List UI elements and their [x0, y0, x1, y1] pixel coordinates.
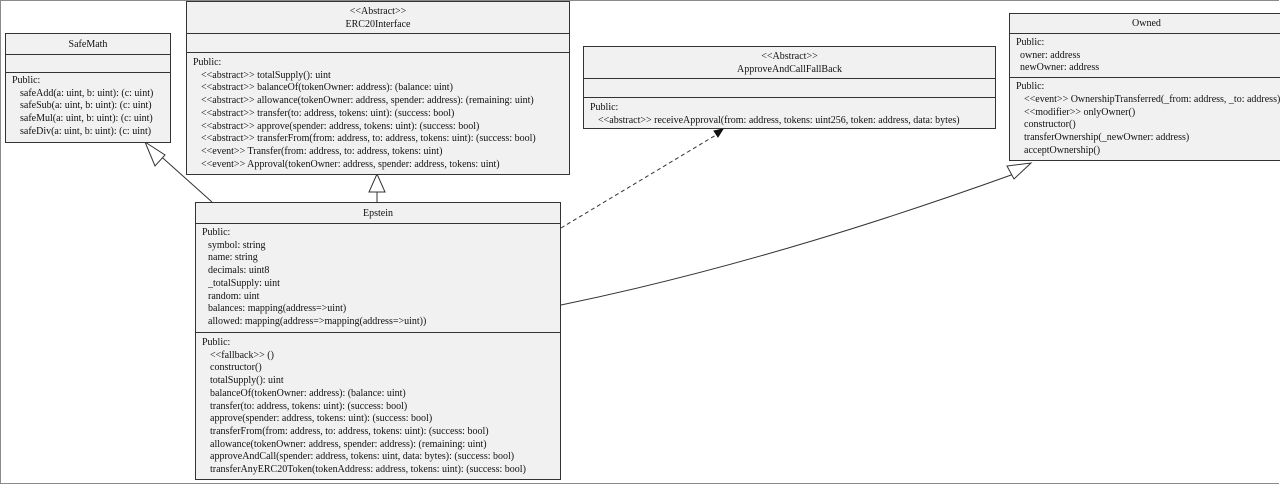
- operation: totalSupply(): uint: [210, 375, 284, 387]
- class-name: Owned: [1132, 18, 1161, 29]
- operation: <<abstract>> transferFrom(from: address,…: [201, 133, 536, 145]
- operation: safeMul(a: uint, b: uint): (c: uint): [20, 113, 153, 125]
- attribute: allowed: mapping(address=>mapping(addres…: [208, 315, 427, 327]
- attribute: name: string: [208, 252, 258, 264]
- attribute: newOwner: address: [1020, 62, 1100, 74]
- operation: <<abstract>> transfer(to: address, token…: [201, 107, 455, 119]
- class-name: ApproveAndCallFallBack: [737, 64, 842, 75]
- visibility-label: Public:: [202, 337, 231, 348]
- visibility-label: Public:: [1016, 81, 1045, 93]
- operation: <<abstract>> receiveApproval(from: addre…: [598, 114, 960, 126]
- class-owned[interactable]: Owned Public: owner: address newOwner: a…: [1009, 13, 1280, 161]
- attribute: balances: mapping(address=>uint): [208, 303, 347, 315]
- attribute: decimals: uint8: [208, 265, 270, 277]
- operation: safeSub(a: uint, b: uint): (c: uint): [20, 100, 152, 112]
- operation: <<abstract>> allowance(tokenOwner: addre…: [201, 95, 534, 107]
- class-stereotype: <<Abstract>>: [349, 6, 407, 17]
- operation: transferAnyERC20Token(tokenAddress: addr…: [210, 464, 526, 476]
- operation: approve(spender: address, tokens: uint):…: [210, 413, 433, 425]
- inheritance-arrowhead-erc20: [368, 172, 386, 193]
- operation: <<abstract>> balanceOf(tokenOwner: addre…: [201, 82, 453, 94]
- operation: <<event>> Transfer(from: address, to: ad…: [201, 145, 443, 157]
- operation: constructor(): [1024, 119, 1076, 131]
- class-header: SafeMath: [6, 34, 170, 55]
- operation: <<event>> Approval(tokenOwner: address, …: [201, 158, 500, 170]
- operation: safeAdd(a: uint, b: uint): (c: uint): [20, 87, 154, 99]
- operation: allowance(tokenOwner: address, spender: …: [210, 438, 487, 450]
- operations-section: Public: <<event>> OwnershipTransferred(_…: [1010, 77, 1280, 159]
- visibility-label: Public:: [193, 57, 222, 68]
- operations-section: Public: <<abstract>> receiveApproval(fro…: [584, 97, 995, 128]
- dependency-arrowhead-approve: [713, 128, 725, 138]
- attributes-section: [187, 34, 569, 52]
- attributes-section: [584, 79, 995, 97]
- class-stereotype: <<Abstract>>: [761, 51, 818, 62]
- operation: constructor(): [210, 362, 262, 374]
- operation: <<abstract>> approve(spender: address, t…: [201, 120, 480, 132]
- attributes-section: Public: symbol: string name: string deci…: [196, 224, 560, 332]
- attribute: _totalSupply: uint: [208, 277, 280, 289]
- visibility-label: Public:: [12, 75, 41, 86]
- attributes-section: Public: owner: address newOwner: address: [1010, 34, 1280, 77]
- visibility-label: Public:: [590, 102, 619, 113]
- attribute: symbol: string: [208, 239, 266, 251]
- operations-section: Public: <<abstract>> totalSupply(): uint…: [187, 52, 569, 173]
- class-name: ERC20Interface: [345, 19, 411, 30]
- operation: approveAndCall(spender: address, tokens:…: [210, 451, 515, 463]
- operation: <<fallback>> (): [210, 349, 274, 361]
- operation: <<event>> OwnershipTransferred(_from: ad…: [1024, 93, 1280, 105]
- operation: transferOwnership(_newOwner: address): [1024, 131, 1190, 143]
- operation: transfer(to: address, tokens: uint): (su…: [210, 400, 408, 412]
- class-epstein[interactable]: Epstein Public: symbol: string name: str…: [195, 202, 561, 480]
- operations-section: Public: <<fallback>> () constructor() to…: [196, 332, 560, 479]
- operation: transferFrom(from: address, to: address,…: [210, 425, 489, 437]
- attribute: random: uint: [208, 290, 260, 302]
- class-header: <<Abstract>> ERC20Interface: [187, 2, 569, 34]
- attribute: owner: address: [1020, 49, 1081, 61]
- operation: safeDiv(a: uint, b: uint): (c: uint): [20, 125, 152, 137]
- operation: <<modifier>> onlyOwner(): [1024, 106, 1136, 118]
- class-header: Epstein: [196, 203, 560, 224]
- edge-epstein-approve: [560, 134, 717, 229]
- class-name: Epstein: [363, 208, 393, 219]
- class-header: Owned: [1010, 14, 1280, 34]
- operation: acceptOwnership(): [1024, 144, 1101, 156]
- class-erc20interface[interactable]: <<Abstract>> ERC20Interface Public: <<ab…: [186, 1, 570, 175]
- attributes-section: [6, 55, 170, 72]
- class-name: SafeMath: [68, 39, 108, 50]
- operation: <<abstract>> totalSupply(): uint: [201, 69, 331, 81]
- class-header: <<Abstract>> ApproveAndCallFallBack: [584, 47, 995, 79]
- class-approveandcallfallback[interactable]: <<Abstract>> ApproveAndCallFallBack Publ…: [583, 46, 996, 129]
- operation: balanceOf(tokenOwner: address): (balance…: [210, 387, 406, 399]
- visibility-label: Public:: [202, 227, 231, 238]
- inheritance-arrowhead-safemath: [143, 140, 166, 167]
- edge-epstein-safemath: [154, 150, 213, 203]
- inheritance-arrowhead-owned: [1006, 162, 1033, 180]
- class-safemath[interactable]: SafeMath Public: safeAdd(a: uint, b: uin…: [5, 33, 171, 143]
- visibility-label: Public:: [1016, 37, 1045, 48]
- edge-epstein-owned: [560, 173, 1015, 306]
- operations-section: Public: safeAdd(a: uint, b: uint): (c: u…: [6, 72, 170, 141]
